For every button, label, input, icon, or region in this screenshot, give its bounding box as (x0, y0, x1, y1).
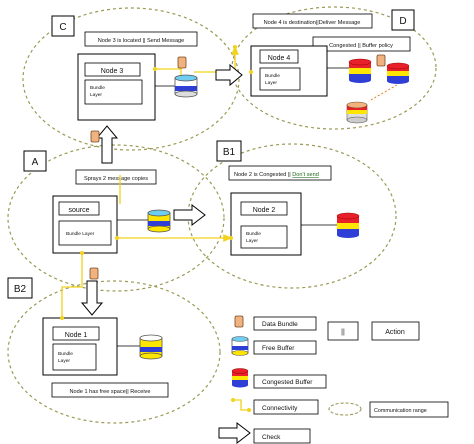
svg-text:Layer: Layer (246, 238, 258, 244)
legend-action: || Action (327, 321, 420, 341)
svg-text:Node 2 is Congested || Don't s: Node 2 is Congested || Don't send (234, 172, 319, 178)
buffer-free-node1 (139, 334, 163, 360)
node1: Node 1 Bundle Layer (42, 317, 118, 376)
range-b2 (7, 280, 221, 424)
svg-text:Bundle Layer: Bundle Layer (66, 231, 95, 237)
caption-sprays: Sprays 2 message copies (75, 169, 157, 185)
check-arrows (80, 63, 243, 316)
legend: Data Bundle || Action Free Buffer Conges… (218, 315, 449, 444)
svg-text:B2: B2 (14, 284, 27, 295)
legend-free-buffer: Free Buffer (231, 336, 317, 356)
data-bundle-b2-arrow (89, 267, 99, 280)
connectivity-dots (60, 45, 253, 320)
svg-text:source: source (68, 207, 89, 214)
svg-text:Bundle: Bundle (265, 73, 280, 79)
svg-text:Layer: Layer (90, 92, 102, 98)
svg-text:Congested || Buffer policy: Congested || Buffer policy (329, 43, 393, 49)
buffer-policy-drop-arrow (368, 84, 398, 102)
zone-c-tag: C (51, 15, 75, 37)
caption-node2-congested: Node 2 is Congested || Don't send (228, 165, 332, 181)
node2: Node 2 Bundle Layer (230, 192, 302, 256)
check-arrow-source-node1 (80, 280, 104, 316)
svg-text:Data Bundle: Data Bundle (262, 321, 298, 328)
buffer-connectors (117, 67, 349, 347)
buffer-policy-node4 (386, 62, 410, 84)
svg-text:Action: Action (385, 329, 405, 336)
svg-text:||: || (341, 329, 345, 336)
svg-text:D: D (399, 16, 406, 27)
caption-node1-free: Node 1 has free space|| Receive (51, 382, 169, 398)
check-arrow-source-node2 (173, 203, 206, 227)
svg-text:Node 3: Node 3 (101, 68, 124, 75)
buffer-free-node3 (174, 74, 198, 98)
svg-text:Node 1: Node 1 (65, 332, 88, 339)
link-node3-bundle (155, 68, 182, 76)
svg-text:Connectivity: Connectivity (262, 405, 298, 412)
svg-text:Congested Buffer: Congested Buffer (262, 379, 313, 386)
range-c (22, 7, 240, 151)
legend-congested-buffer: Congested Buffer (231, 368, 327, 389)
zone-a-tag: A (23, 150, 47, 172)
data-bundles (89, 54, 386, 280)
link-source-node1 (61, 253, 83, 318)
data-bundle-c-arrow (90, 130, 100, 143)
buffer-free-source (147, 209, 171, 233)
svg-text:Bundle: Bundle (90, 85, 105, 91)
svg-text:C: C (59, 22, 66, 33)
legend-communication-range: Communication range (328, 401, 449, 418)
buffer-congested-node4 (348, 58, 372, 83)
data-bundle-node4 (376, 54, 386, 67)
svg-text:Sprays 2 message copies: Sprays 2 message copies (84, 176, 148, 182)
svg-text:Check: Check (262, 434, 281, 441)
buffer-dropped (346, 101, 368, 124)
node-source: source Bundle Layer (52, 195, 118, 254)
svg-text:Node 2: Node 2 (253, 207, 276, 214)
caption-node4-destination: Node 4 is destination||Deliver Message (252, 13, 373, 29)
svg-text:Free Buffer: Free Buffer (262, 345, 295, 352)
zone-b1-tag: B1 (216, 140, 242, 162)
svg-text:Bundle: Bundle (246, 231, 261, 237)
zone-d-tag: D (391, 9, 415, 31)
legend-connectivity: Connectivity (231, 398, 319, 415)
svg-text:Node 3 is located || Send Mess: Node 3 is located || Send Message (98, 38, 185, 44)
legend-check: Check (218, 421, 311, 444)
caption-node3-located: Node 3 is located || Send Message (84, 31, 198, 47)
check-arrow-node3-node4 (215, 63, 243, 87)
legend-data-bundle: Data Bundle (234, 315, 317, 331)
link-node3-node4 (194, 45, 239, 73)
data-bundle-node3 (177, 56, 187, 69)
range-a (7, 144, 225, 292)
svg-text:Layer: Layer (265, 80, 277, 86)
svg-text:Bundle: Bundle (58, 351, 73, 357)
svg-text:Communication range: Communication range (374, 408, 427, 414)
svg-text:Node 4 is destination||Deliver: Node 4 is destination||Deliver Message (264, 20, 361, 26)
svg-text:A: A (32, 157, 39, 168)
check-arrow-source-node3 (95, 125, 119, 164)
svg-text:B1: B1 (223, 147, 236, 158)
caption-congested-policy: Congested || Buffer policy (312, 36, 411, 52)
zone-b2-tag: B2 (7, 277, 33, 299)
svg-text:Layer: Layer (58, 358, 70, 364)
node3: Node 3 Bundle Layer (77, 53, 156, 121)
buffer-congested-node2 (336, 212, 360, 238)
svg-text:Node 1 has free space|| Receiv: Node 1 has free space|| Receive (70, 389, 151, 395)
svg-text:Node 4: Node 4 (268, 55, 291, 62)
node4: Node 4 Bundle Layer (250, 45, 328, 97)
